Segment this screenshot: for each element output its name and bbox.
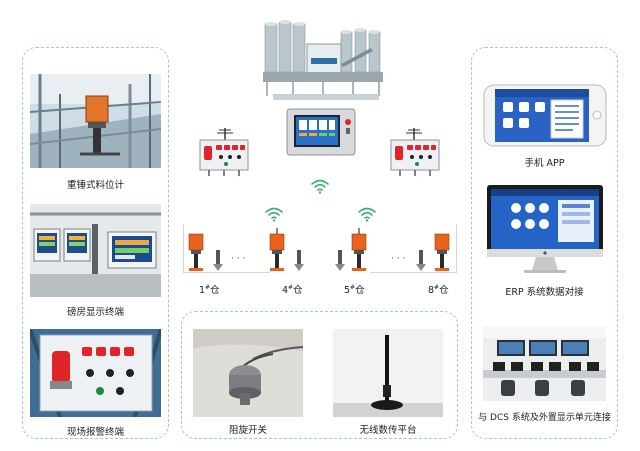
level-sensor-silo-4 xyxy=(265,228,289,272)
level-sensor-silo-5b xyxy=(334,250,346,272)
left-caption-level-gauge: 重锤式料位计 xyxy=(66,180,124,191)
weighbridge-display-photo xyxy=(30,204,161,297)
silo-label-4: 4#仓 xyxy=(282,283,303,296)
right-caption-erp: ERP 系统数据对接 xyxy=(505,287,584,298)
right-caption-phone-app: 手机 APP xyxy=(524,158,565,169)
right-panel xyxy=(471,47,618,439)
left-panel xyxy=(22,47,169,439)
silo-group-box-left xyxy=(183,224,270,273)
ellipsis-right: · · · xyxy=(391,254,406,264)
level-sensor-silo-1 xyxy=(185,232,207,272)
wifi-icon-center xyxy=(310,178,330,194)
bottom-panel xyxy=(181,311,458,439)
silo-label-5: 5#仓 xyxy=(344,283,365,296)
silo-group-box-right xyxy=(370,224,457,273)
central-control-box xyxy=(286,108,356,156)
heavy-hammer-level-gauge-photo xyxy=(30,74,161,168)
level-sensor-silo-1b xyxy=(212,250,224,272)
batching-plant-image xyxy=(253,14,393,106)
ellipsis-left: · · · xyxy=(231,254,246,264)
right-caption-dcs: 与 DCS 系统及外置显示单元连接 xyxy=(478,413,611,423)
wireless-transmission-platform-photo xyxy=(333,329,443,417)
phone-app-image xyxy=(483,84,607,147)
level-sensor-silo-5 xyxy=(347,228,371,272)
alarm-box-left xyxy=(199,126,249,178)
onsite-alarm-terminal-photo xyxy=(30,329,161,417)
alarm-box-right xyxy=(390,126,440,178)
wifi-icon-silo-4 xyxy=(264,206,284,222)
rotary-paddle-switch-photo xyxy=(193,329,303,417)
silo-label-8: 8#仓 xyxy=(428,283,449,296)
left-caption-alarm-terminal: 现场报警终端 xyxy=(66,427,124,438)
level-sensor-silo-8b xyxy=(415,250,427,272)
bottom-caption-wireless-platform: 无线数传平台 xyxy=(359,425,417,436)
level-sensor-silo-4b xyxy=(293,250,305,272)
erp-monitor-image xyxy=(486,184,604,274)
level-sensor-silo-8 xyxy=(431,232,453,272)
left-caption-weighbridge: 磅房显示终端 xyxy=(66,307,124,318)
silo-label-1: 1#仓 xyxy=(199,283,220,296)
dcs-control-room-photo xyxy=(483,326,606,401)
bottom-caption-rotary-switch: 阻旋开关 xyxy=(228,425,267,436)
wifi-icon-silo-5 xyxy=(357,206,377,222)
